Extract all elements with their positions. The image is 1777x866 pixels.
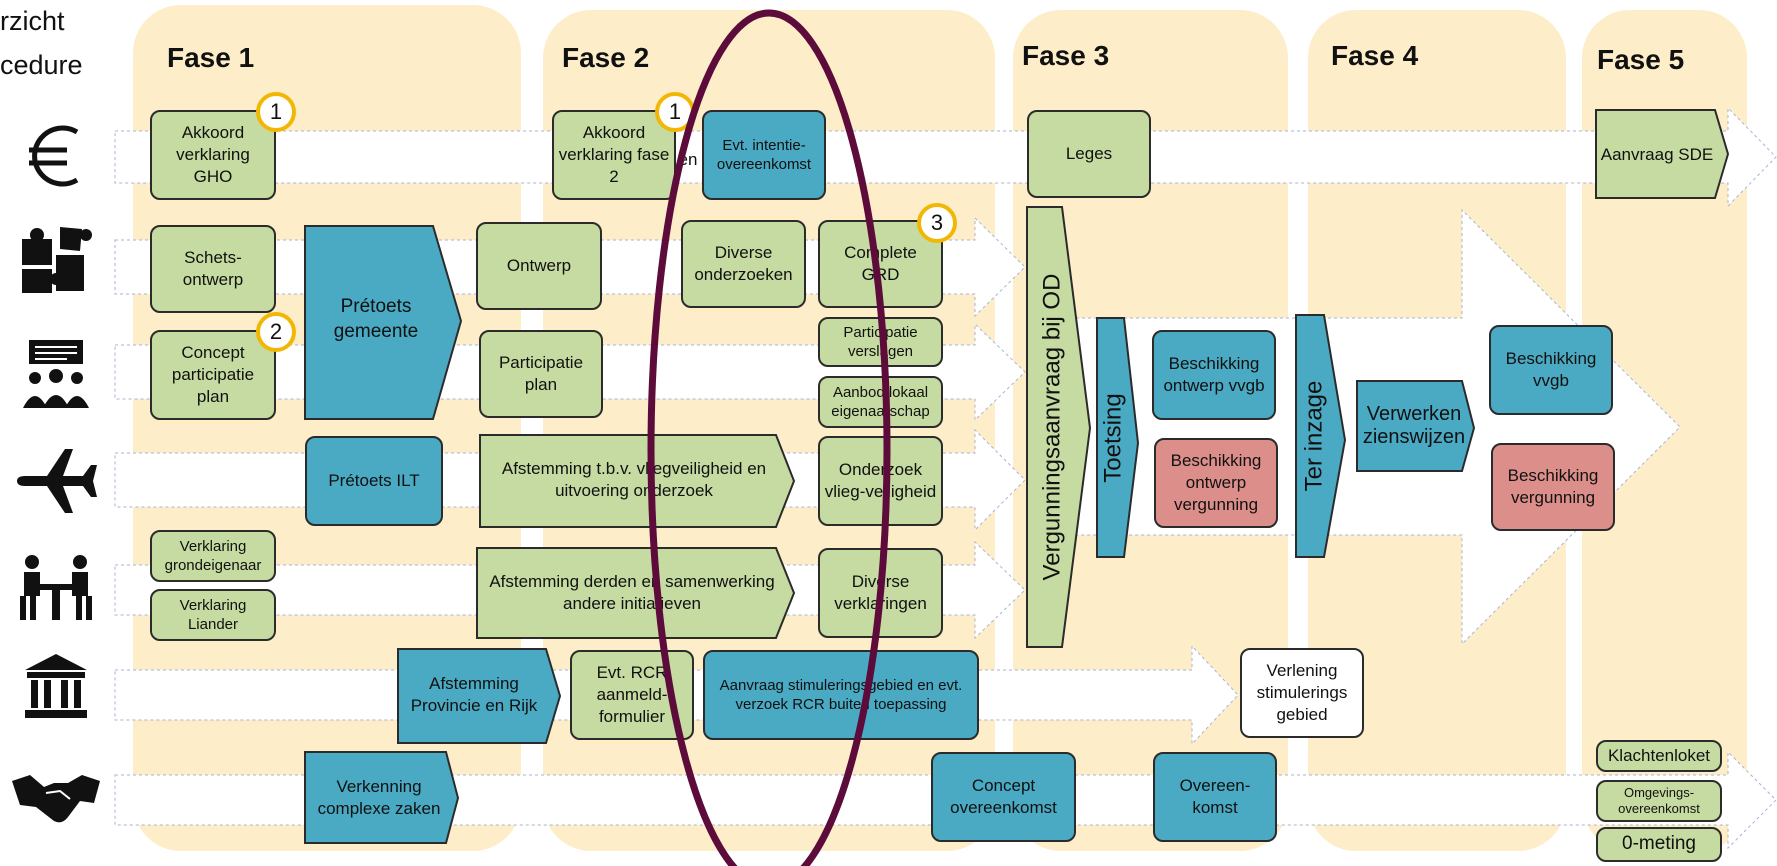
phase-2-title: Fase 2 [562, 42, 650, 73]
verkenning-complexe-zaken-shape [304, 751, 460, 844]
klachtenloket-box: Klachtenloket [1596, 740, 1722, 772]
overview-title-line-2: cedure [0, 50, 83, 80]
puzzle-icon [10, 220, 102, 298]
akkoord-verklaring-fase-2-box: Akkoord verklaring fase 2 [552, 110, 676, 200]
afstemming-vliegveiligheid-shape [479, 434, 796, 528]
nulmeting-box: 0-meting [1596, 827, 1722, 862]
vergunningsaanvraag-shape [1026, 206, 1092, 648]
phase-4-title: Fase 4 [1331, 40, 1419, 71]
afstemming-derden-shape [476, 547, 796, 639]
beschikking-vergunning-box: Beschikking vergunning [1491, 443, 1615, 531]
meeting-icon [10, 335, 102, 413]
leges-box: Leges [1027, 110, 1151, 198]
phase-1-title: Fase 1 [167, 42, 255, 73]
aanvraag-sde-shape [1595, 109, 1730, 199]
verklaring-grondeigenaar-box: Verklaring grondeigenaar [150, 530, 276, 582]
step-badge-1-phase-2: 1 [655, 92, 695, 132]
step-badge-1-phase-1: 1 [256, 92, 296, 132]
akkoord-verklaring-gho-box: Akkoord verklaring GHO [150, 110, 276, 200]
pretoets-gemeente-shape [304, 225, 463, 420]
airplane-icon [10, 442, 102, 520]
phase-5-title: Fase 5 [1597, 44, 1685, 75]
aanbod-lokaal-eigenaarschap-box: Aanbod lokaal eigenaarschap [818, 376, 943, 428]
afstemming-provincie-shape [397, 648, 562, 744]
negotiation-icon [10, 548, 102, 626]
concept-participatieplan-box: Concept participatie plan [150, 330, 276, 420]
toetsing-shape [1096, 317, 1140, 558]
verlening-stimuleringsgebied-box: Verlening stimulerings gebied [1240, 648, 1364, 738]
step-badge-3: 3 [917, 203, 957, 243]
handshake-icon [10, 760, 102, 838]
diverse-onderzoeken-box: Diverse onderzoeken [681, 220, 806, 308]
participatieplan-box: Participatie plan [479, 330, 603, 418]
beschikking-ontwerp-vvgb-box: Beschikking ontwerp vvgb [1152, 330, 1276, 420]
beschikking-ontwerp-vergunning-box: Beschikking ontwerp vergunning [1154, 438, 1278, 528]
diverse-verklaringen-box: Diverse verklaringen [818, 548, 943, 638]
government-building-icon [10, 648, 102, 726]
overeenkomst-box: Overeen-komst [1153, 752, 1277, 842]
verwerken-zienswijzen-shape [1356, 380, 1476, 472]
aanvraag-stimuleringsgebied-box: Aanvraag stimuleringsgebied en evt. verz… [703, 650, 979, 740]
row-1-flow-arrow [114, 106, 1777, 208]
onderzoek-vliegveiligheid-box: Onderzoek vlieg-veiligheid [818, 436, 943, 526]
step-badge-2: 2 [256, 312, 296, 352]
omgevingsovereenkomst-box: Omgevings-overeenkomst [1596, 780, 1722, 822]
ontwerp-box: Ontwerp [476, 222, 602, 310]
verklaring-liander-box: Verklaring Liander [150, 589, 276, 641]
intentie-overeenkomst-box: Evt. intentie-overeenkomst [702, 110, 826, 200]
evt-rcr-aanmeldformulier-box: Evt. RCR aanmeld-formulier [570, 650, 694, 740]
participatieverslagen-box: Participatie verslagen [818, 317, 943, 367]
euro-icon [10, 117, 102, 195]
ter-inzage-shape [1295, 314, 1347, 558]
schetsontwerp-box: Schets-ontwerp [150, 225, 276, 313]
beschikking-vvgb-box: Beschikking vvgb [1489, 325, 1613, 415]
concept-overeenkomst-box: Concept overeenkomst [931, 752, 1076, 842]
overview-title-line-1: rzicht [0, 6, 65, 36]
pretoets-ilt-box: Prétoets ILT [305, 436, 443, 526]
phase-3-title: Fase 3 [1022, 40, 1110, 71]
